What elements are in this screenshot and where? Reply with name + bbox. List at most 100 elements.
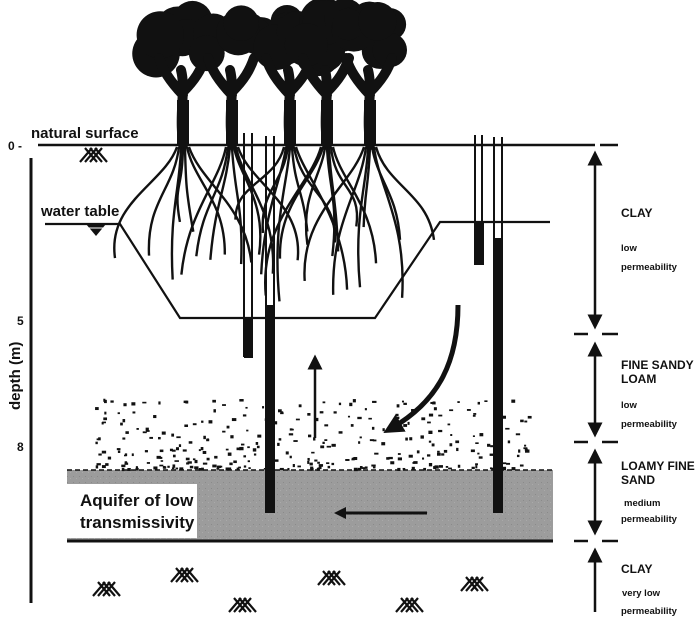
sand-grain (229, 462, 233, 466)
surface-hatch-icon (78, 146, 109, 164)
sand-grain (310, 467, 314, 471)
sand-grain (131, 402, 136, 406)
root-line (331, 146, 378, 264)
sand-grain (502, 462, 507, 465)
sand-grain (407, 421, 410, 425)
sand-grain (144, 450, 148, 453)
sand-grain (142, 401, 147, 404)
sand-grain (324, 439, 328, 441)
sand-grain (125, 431, 129, 434)
clay-hatch-icons (91, 566, 490, 614)
sand-grain (179, 467, 184, 471)
sand-grain (438, 465, 443, 468)
sand-grain (198, 449, 201, 452)
sand-grain (308, 434, 312, 438)
sand-grain (426, 454, 431, 457)
sand-grain (279, 467, 284, 471)
sand-grain (472, 435, 475, 438)
root-line (372, 146, 404, 298)
sand-grain (473, 413, 477, 415)
root-line (170, 146, 183, 280)
sand-grain (362, 467, 366, 470)
sand-grain (477, 452, 480, 455)
sand-grain (121, 464, 126, 468)
sand-grain (316, 467, 320, 471)
sand-grain (455, 440, 460, 444)
sand-grain (457, 464, 461, 468)
root-line (278, 146, 325, 259)
sand-grain (277, 409, 282, 413)
sand-grain (475, 442, 479, 444)
sand-grain (416, 450, 420, 454)
root-line (187, 146, 253, 263)
sand-grain (310, 466, 314, 470)
sand-grain (524, 444, 527, 447)
sand-grain (247, 460, 250, 463)
root-line (234, 146, 286, 220)
sand-grain (95, 465, 99, 469)
root-line (113, 146, 179, 259)
tree-icon (324, 0, 408, 150)
sand-grain (98, 453, 102, 456)
sand-grain (192, 458, 196, 461)
sand-grain (101, 450, 107, 454)
sand-grain (101, 465, 106, 469)
sand-grain (273, 421, 278, 425)
sand-grain (160, 460, 164, 462)
layer-boundary-marks (574, 332, 618, 543)
sand-grain (158, 436, 161, 440)
sand-grain (171, 449, 176, 452)
sand-grain (131, 453, 134, 457)
sand-grain (397, 453, 401, 455)
sand-grain (438, 429, 443, 433)
natural-surface-label: natural surface (31, 125, 139, 142)
sand-grain (369, 439, 375, 442)
sand-grain (103, 417, 108, 421)
sand-grain (484, 400, 488, 402)
sand-grain (374, 452, 379, 455)
sand-grain (326, 445, 332, 448)
sand-grain (246, 429, 249, 432)
sand-grain (255, 442, 259, 445)
sand-grain (421, 417, 426, 421)
sand-grain (331, 443, 336, 447)
sand-grain (98, 437, 101, 441)
root-line (370, 146, 402, 240)
sand-grain (423, 467, 427, 471)
sand-grain (436, 452, 441, 456)
root-line (180, 146, 228, 275)
sand-grain (236, 467, 240, 471)
sand-grain (116, 448, 121, 451)
layer-property: permeability (621, 606, 678, 617)
sand-grain (456, 447, 459, 452)
sand-grain (338, 431, 343, 434)
sand-grain (412, 462, 415, 464)
sand-grain (311, 451, 315, 454)
sand-grain (489, 467, 493, 470)
sand-grain (213, 409, 216, 413)
sand-grain (519, 464, 524, 467)
sand-grain (478, 456, 483, 459)
tree-group (132, 0, 408, 150)
layer-property: permeability (621, 262, 678, 273)
sand-grain (104, 399, 107, 404)
sand-grain (470, 449, 475, 453)
sand-grain (123, 403, 127, 407)
sand-grain (171, 467, 175, 470)
layer-label-clay: CLAY low permeability (621, 206, 678, 273)
sand-grain (103, 398, 106, 402)
sand-grain (372, 400, 377, 403)
sand-grain (121, 467, 125, 472)
piezometer-left-deep (265, 136, 275, 513)
sand-grain (506, 462, 511, 465)
sand-grain (448, 467, 452, 470)
sand-grain (331, 462, 335, 466)
sand-grain (441, 453, 445, 456)
sand-grain (122, 419, 126, 423)
clay-hatch-icon (227, 596, 258, 614)
sand-grain (395, 416, 400, 420)
sand-grain (350, 424, 354, 427)
sand-grain (490, 445, 495, 448)
sand-grain (277, 442, 280, 446)
sand-grain (145, 427, 149, 431)
